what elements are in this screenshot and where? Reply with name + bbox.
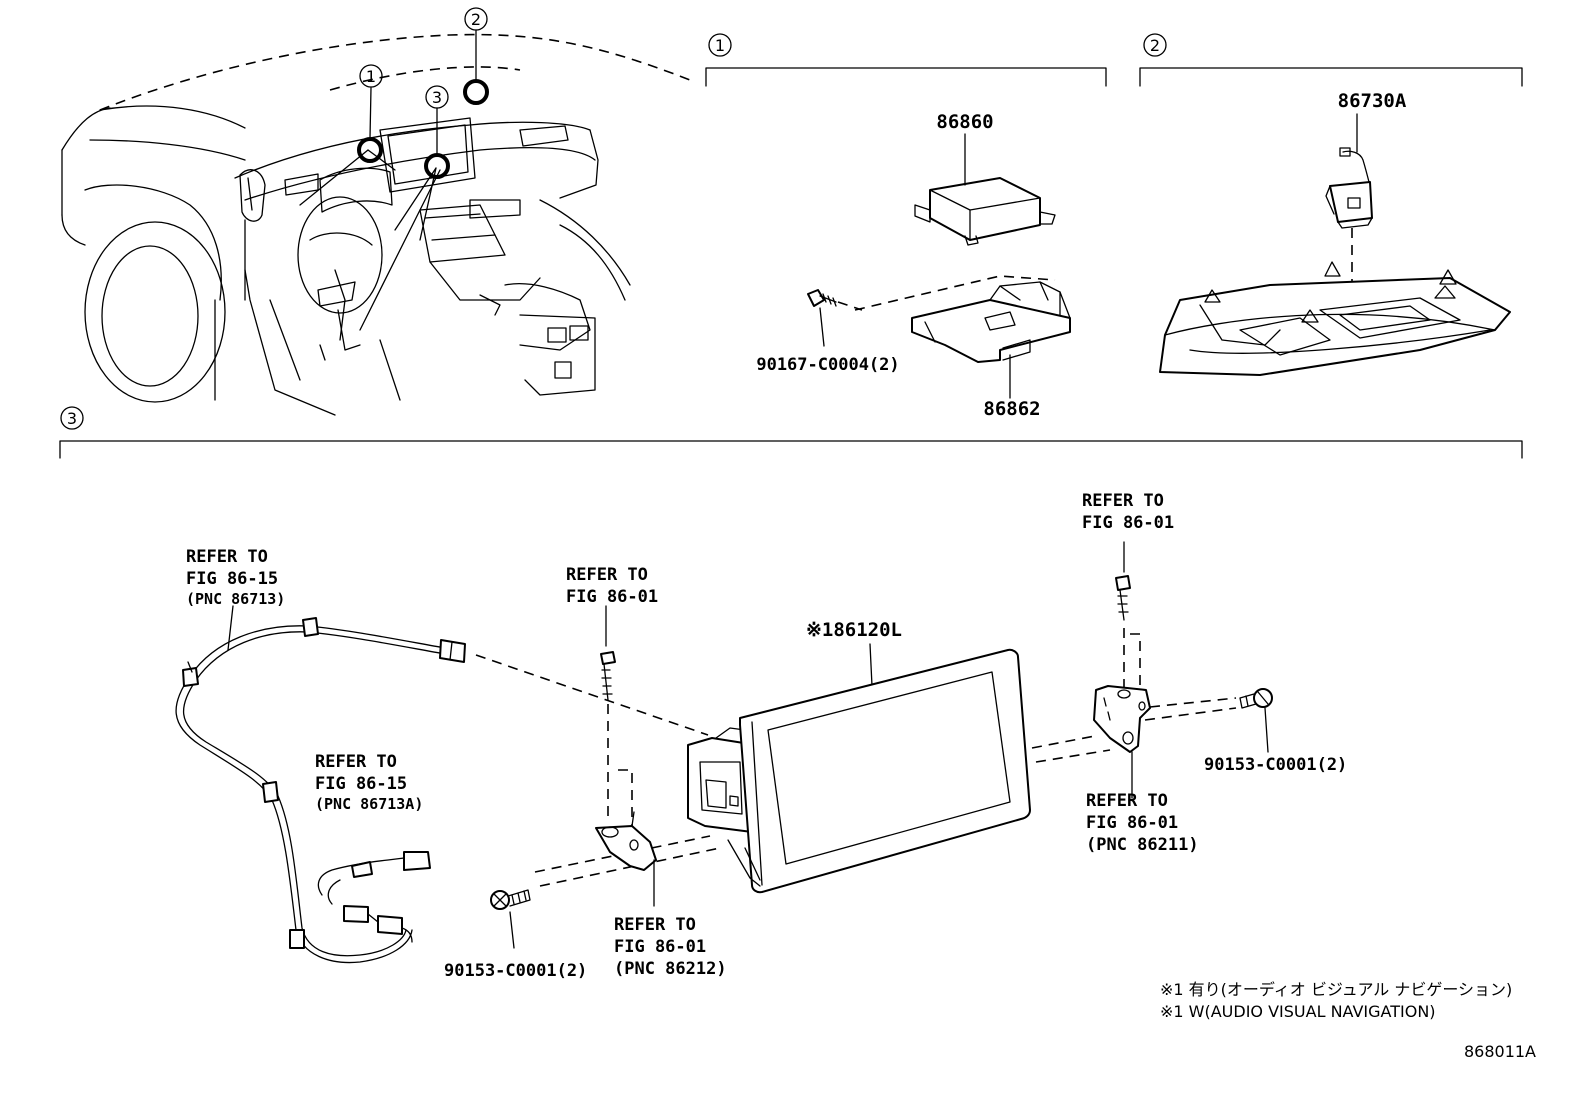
part-number-90153-right: 90153-C0001(2) [1204, 755, 1347, 775]
group-3-label: 3 [67, 409, 77, 428]
callout-2-label: 2 [471, 10, 481, 29]
screw-top-right [1115, 575, 1131, 621]
bracket-ref-left-line1: REFER TO [614, 915, 696, 935]
screw-top-left [600, 651, 616, 701]
harness-ref-a-line1: REFER TO [186, 547, 268, 567]
harness-ref-86713A: REFER TO FIG 86-15 (PNC 86713A) [315, 752, 423, 813]
bracket-ref-right-line3: (PNC 86211) [1086, 835, 1199, 855]
bracket-86862 [911, 281, 1071, 363]
group-2: 2 86730A [1139, 33, 1523, 376]
callout-2: 2 [464, 7, 488, 31]
part-number-90167: 90167-C0004(2) [756, 355, 899, 375]
display-unit-86120L: ※186120L [687, 619, 1031, 894]
figure-id: 868011A [1464, 1042, 1536, 1061]
harness-ref-b-line1: REFER TO [315, 752, 397, 772]
group-3-bracket [59, 440, 1523, 459]
screw-ref-right: REFER TO FIG 86-01 [1082, 491, 1174, 533]
screw-ref-left-line1: REFER TO [566, 565, 648, 585]
screw-bottom-left [490, 889, 531, 910]
callout-3: 3 [425, 85, 449, 109]
part-number-86730A: 86730A [1338, 90, 1407, 112]
bracket-ref-right: REFER TO FIG 86-01 (PNC 86211) [1086, 791, 1199, 855]
harness-ref-b-line2: FIG 86-15 [315, 774, 407, 794]
group-2-badge [1143, 33, 1167, 57]
bracket-ref-right-line2: FIG 86-01 [1086, 813, 1178, 833]
harness-ref-b-line3: (PNC 86713A) [315, 795, 423, 813]
screw-ref-right-line2: FIG 86-01 [1082, 513, 1174, 533]
screw-bottom-right [1239, 688, 1273, 709]
bracket-ref-right-line1: REFER TO [1086, 791, 1168, 811]
bracket-ref-left-line3: (PNC 86212) [614, 959, 727, 979]
bracket-right-86211 [1093, 685, 1151, 753]
harness-ref-86713: REFER TO FIG 86-15 (PNC 86713) [186, 547, 285, 608]
group-3: 3 ※186120L [59, 406, 1523, 981]
harness-ref-a-line2: FIG 86-15 [186, 569, 278, 589]
part-number-86862: 86862 [983, 398, 1040, 420]
screw-ref-left-line2: FIG 86-01 [566, 587, 658, 607]
screw-ref-left: REFER TO FIG 86-01 [566, 565, 658, 607]
svg-text:※186120L: ※186120L [806, 619, 902, 641]
footnote-jp: ※1 有り(オーディオ ビジュアル ナビゲーション) [1160, 980, 1512, 999]
footnotes: ※1 有り(オーディオ ビジュアル ナビゲーション) ※1 W(AUDIO VI… [1160, 980, 1512, 1021]
bracket-left-86212 [595, 811, 657, 871]
part-number-86120L: 86120L [833, 619, 902, 641]
wire-harness [175, 617, 466, 964]
part-number-86860: 86860 [936, 111, 993, 133]
footnote-en: ※1 W(AUDIO VISUAL NAVIGATION) [1160, 1002, 1436, 1021]
group-1-badge [708, 33, 732, 57]
bracket-ref-left-line2: FIG 86-01 [614, 937, 706, 957]
callout-1: 1 [359, 64, 383, 88]
group-1-bracket [705, 67, 1107, 87]
group-1: 1 86860 86862 [705, 33, 1107, 420]
part-number-90153-left: 90153-C0001(2) [444, 961, 587, 981]
group-1-label: 1 [715, 36, 725, 55]
callout-3-label: 3 [432, 88, 442, 107]
dashboard-overview [61, 29, 691, 416]
overhead-console [1159, 261, 1511, 376]
group-2-bracket [1139, 67, 1523, 87]
group-2-label: 2 [1150, 36, 1160, 55]
screw-ref-right-line1: REFER TO [1082, 491, 1164, 511]
bracket-ref-left: REFER TO FIG 86-01 (PNC 86212) [614, 915, 727, 979]
group-3-badge [60, 406, 84, 430]
display-marker: ※1 [806, 619, 833, 641]
callout-1-label: 1 [366, 67, 376, 86]
camera-86730A [1325, 147, 1373, 229]
screw-90167 [807, 289, 837, 307]
harness-ref-a-line3: (PNC 86713) [186, 590, 285, 608]
module-86860 [914, 177, 1056, 246]
